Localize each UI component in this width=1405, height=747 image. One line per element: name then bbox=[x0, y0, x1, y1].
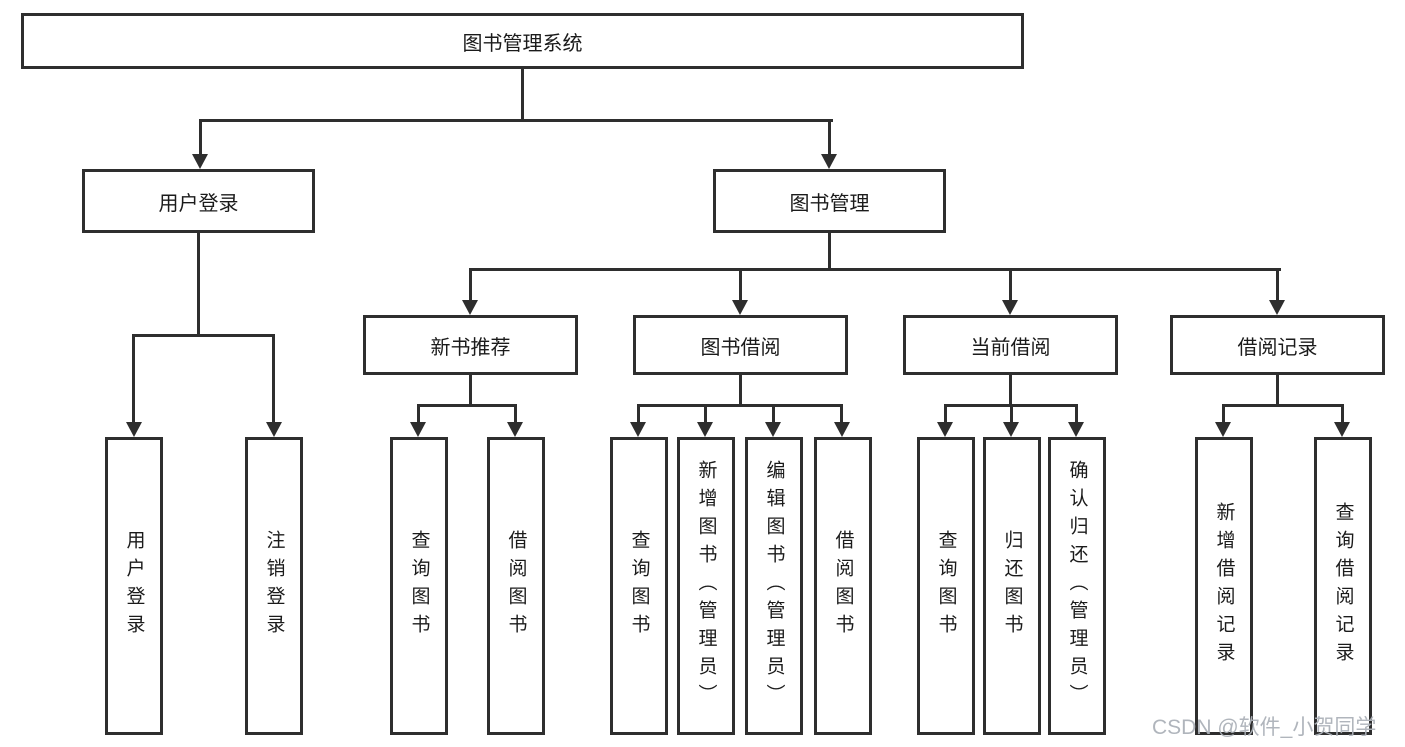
node-borrow-records: 借阅记录 bbox=[1170, 315, 1385, 375]
connector-book-borrow-bar bbox=[637, 404, 843, 407]
connector-branch-bb-leaf2 bbox=[704, 404, 707, 424]
arrow-down-br-leaf1 bbox=[1215, 422, 1231, 437]
connector-branch-login-leaf2 bbox=[272, 334, 275, 424]
node-leaf-bb-query-books: 查询图书 bbox=[610, 437, 668, 735]
node-leaf-bb-edit-books-admin: 编辑图书（管理员） bbox=[745, 437, 803, 735]
node-leaf-cb-query-books: 查询图书 bbox=[917, 437, 975, 735]
connector-branch-book-borrow bbox=[739, 268, 742, 302]
arrow-down-cb-leaf1 bbox=[937, 422, 953, 437]
connector-branch-cb-leaf3 bbox=[1075, 404, 1078, 424]
connector-book-borrow-trunk bbox=[739, 375, 742, 407]
node-user-login: 用户登录 bbox=[82, 169, 315, 233]
node-leaf-nb-query-books: 查询图书 bbox=[390, 437, 448, 735]
connector-level3-bar bbox=[469, 268, 1281, 271]
connector-user-login-trunk bbox=[197, 233, 200, 336]
arrow-down-book-mgmt bbox=[821, 154, 837, 169]
connector-branch-new-books bbox=[469, 268, 472, 302]
node-root: 图书管理系统 bbox=[21, 13, 1024, 69]
connector-branch-cb-leaf2 bbox=[1010, 404, 1013, 424]
arrow-down-borrow-records bbox=[1269, 300, 1285, 315]
node-leaf-cb-confirm-return-admin: 确认归还（管理员） bbox=[1048, 437, 1106, 735]
connector-branch-nb-leaf1 bbox=[417, 404, 420, 424]
connector-user-login-bar bbox=[132, 334, 275, 337]
node-book-mgmt: 图书管理 bbox=[713, 169, 946, 233]
arrow-down-login-leaf1 bbox=[126, 422, 142, 437]
connector-borrow-records-trunk bbox=[1276, 375, 1279, 407]
csdn-watermark: CSDN @软件_小贺同学 bbox=[1152, 716, 1377, 739]
connector-branch-book-mgmt bbox=[828, 119, 831, 156]
arrow-down-book-borrow bbox=[732, 300, 748, 315]
node-leaf-logout: 注销登录 bbox=[245, 437, 303, 735]
arrow-down-bb-leaf1 bbox=[630, 422, 646, 437]
connector-root-trunk bbox=[521, 69, 524, 122]
arrow-down-login-leaf2 bbox=[266, 422, 282, 437]
node-leaf-br-query-record: 查询借阅记录 bbox=[1314, 437, 1372, 735]
connector-branch-user-login bbox=[199, 119, 202, 156]
arrow-down-bb-leaf2 bbox=[697, 422, 713, 437]
node-current-borrow: 当前借阅 bbox=[903, 315, 1118, 375]
arrow-down-cb-leaf2 bbox=[1003, 422, 1019, 437]
connector-book-mgmt-trunk bbox=[828, 233, 831, 271]
connector-new-books-trunk bbox=[469, 375, 472, 407]
node-leaf-user-login: 用户登录 bbox=[105, 437, 163, 735]
connector-borrow-records-bar bbox=[1222, 404, 1344, 407]
node-leaf-bb-add-books-admin: 新增图书（管理员） bbox=[677, 437, 735, 735]
connector-current-borrow-trunk bbox=[1009, 375, 1012, 407]
node-new-books: 新书推荐 bbox=[363, 315, 578, 375]
connector-branch-cb-leaf1 bbox=[944, 404, 947, 424]
connector-branch-br-leaf2 bbox=[1341, 404, 1344, 424]
arrow-down-nb-leaf1 bbox=[410, 422, 426, 437]
node-leaf-cb-return-books: 归还图书 bbox=[983, 437, 1041, 735]
connector-branch-nb-leaf2 bbox=[514, 404, 517, 424]
arrow-down-br-leaf2 bbox=[1334, 422, 1350, 437]
connector-branch-current-borrow bbox=[1009, 268, 1012, 302]
arrow-down-bb-leaf4 bbox=[834, 422, 850, 437]
connector-branch-borrow-records bbox=[1276, 268, 1279, 302]
arrow-down-current-borrow bbox=[1002, 300, 1018, 315]
arrow-down-new-books bbox=[462, 300, 478, 315]
connector-branch-bb-leaf3 bbox=[772, 404, 775, 424]
connector-branch-bb-leaf4 bbox=[840, 404, 843, 424]
connector-branch-br-leaf1 bbox=[1222, 404, 1225, 424]
node-leaf-bb-borrow-books: 借阅图书 bbox=[814, 437, 872, 735]
arrow-down-nb-leaf2 bbox=[507, 422, 523, 437]
connector-level2-bar bbox=[199, 119, 833, 122]
node-leaf-br-add-record: 新增借阅记录 bbox=[1195, 437, 1253, 735]
node-book-borrow: 图书借阅 bbox=[633, 315, 848, 375]
arrow-down-cb-leaf3 bbox=[1068, 422, 1084, 437]
arrow-down-bb-leaf3 bbox=[765, 422, 781, 437]
node-leaf-nb-borrow-books: 借阅图书 bbox=[487, 437, 545, 735]
connector-branch-login-leaf1 bbox=[132, 334, 135, 424]
connector-new-books-bar bbox=[417, 404, 517, 407]
connector-branch-bb-leaf1 bbox=[637, 404, 640, 424]
arrow-down-user-login bbox=[192, 154, 208, 169]
